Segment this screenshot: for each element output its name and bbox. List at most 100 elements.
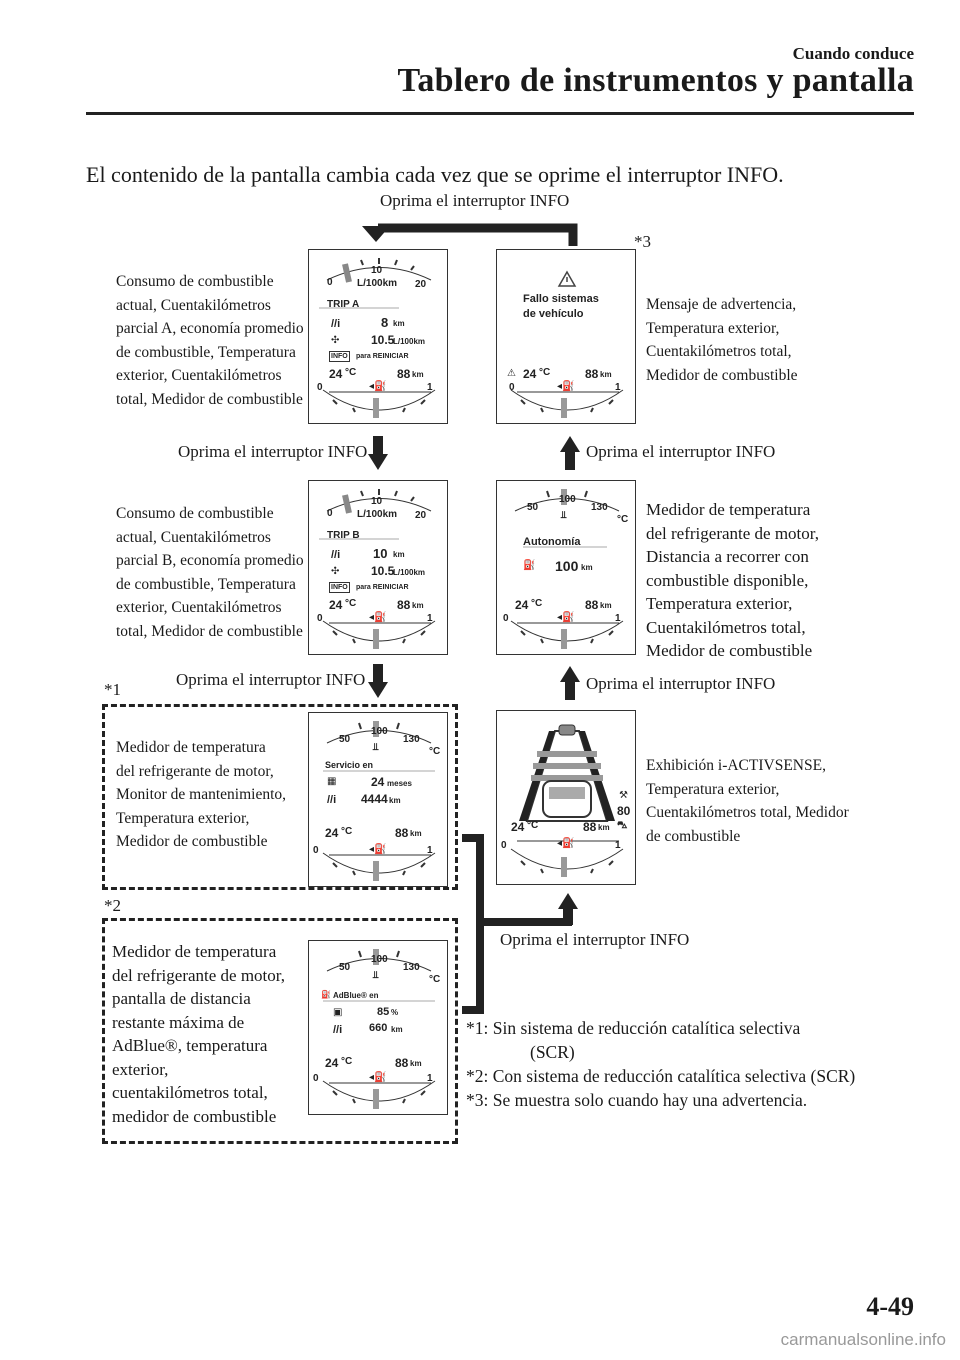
outside-temp-unit: °C [341, 1056, 353, 1067]
tank-empty: 0 [317, 382, 323, 393]
odometer-unit: km [600, 601, 612, 610]
fuel-gauge-icon: ◂⛽ [369, 844, 387, 855]
tank-empty: 0 [509, 382, 515, 393]
display-trip-b: 10 0 L/100km 20 TRIP B //i 10 km ✣ 10.5 … [308, 480, 448, 655]
coolant-icon: ⫫ [373, 742, 379, 753]
set-speed: 80 [617, 804, 631, 818]
press-info-label-3: Oprima el interruptor INFO [176, 670, 366, 689]
odometer: 88 [395, 826, 409, 840]
coolant-icon: ⫫ [373, 970, 379, 981]
cruise-icon: ⚒ [619, 790, 628, 801]
trip-distance-icon: //i [327, 794, 337, 806]
fuel-gauge-icon: ◂⛽ [369, 612, 387, 623]
fuel-scale-max: 20 [415, 510, 427, 521]
trip-distance: 8 [381, 315, 389, 330]
odometer-unit: km [598, 823, 610, 832]
up-arrow-3 [558, 893, 578, 925]
temp-scale-mid: 100 [371, 954, 388, 965]
tank-empty: 0 [503, 613, 509, 624]
adblue-percent-unit: % [391, 1008, 399, 1017]
range-title: Autonomía [523, 536, 581, 548]
trip-distance-icon: //i [331, 318, 341, 330]
tank-empty: 0 [313, 845, 319, 856]
watermark: carmanualsonline.info [780, 1330, 946, 1349]
vehicle-icon: ⛍ [617, 820, 628, 831]
press-info-label-5: Oprima el interruptor INFO [500, 930, 690, 949]
fuel-tank-icon: ⛽ [523, 560, 536, 571]
outside-temp-unit: °C [539, 367, 551, 378]
press-info-label-1: Oprima el interruptor INFO [178, 442, 368, 461]
outside-temp: 24 [511, 820, 525, 834]
adblue-icon: ⛽ [321, 990, 331, 999]
tank-full: 1 [427, 1073, 433, 1084]
adblue-distance-unit: km [391, 1025, 403, 1034]
tank-empty: 0 [317, 613, 323, 624]
maintenance-distance: 4444 [361, 792, 388, 806]
temp-scale-low: 50 [339, 962, 351, 973]
temp-scale-unit: °C [429, 974, 441, 985]
tank-full: 1 [615, 840, 621, 851]
intro-text: El contenido de la pantalla cambia cada … [86, 162, 784, 187]
gauge-temp-arc [510, 489, 624, 649]
tank-full: 1 [427, 613, 433, 624]
tank-full: 1 [427, 845, 433, 856]
reset-text: para REINICIAR [356, 584, 409, 591]
odometer: 88 [397, 598, 411, 612]
temp-scale-low: 50 [339, 734, 351, 745]
fuel-pump-icon: ✣ [331, 566, 340, 577]
trip-distance: 10 [373, 546, 388, 561]
adblue-title: AdBlue® en [333, 991, 379, 1000]
variant-box-scr [102, 918, 458, 1144]
fuel-scale-unit: L/100km [357, 509, 398, 520]
range-unit: km [581, 563, 593, 572]
outside-temp-unit: °C [531, 598, 543, 609]
gauge-fuel-arc [319, 258, 436, 418]
temp-scale-high: 130 [591, 502, 608, 513]
tank-full: 1 [615, 613, 621, 624]
fuel-gauge-icon: ◂⛽ [369, 381, 387, 392]
fuel-scale-min: 0 [327, 508, 333, 519]
trip-distance-unit: km [393, 319, 405, 328]
outside-temp: 24 [515, 598, 529, 612]
odometer-unit: km [600, 370, 612, 379]
down-arrow-2 [368, 664, 388, 698]
display-adblue: 100 50 130 °C ⫫ ⛽ AdBlue® en ▣ 85 % //i … [308, 940, 448, 1115]
outside-temp: 24 [523, 367, 537, 381]
footnote-mark-3: *3 [634, 232, 651, 251]
press-info-label-2: Oprima el interruptor INFO [586, 442, 776, 461]
trip-economy: 10.5 [371, 564, 395, 578]
press-info-label-top: Oprima el interruptor INFO [380, 191, 570, 210]
gauge-temp-arc [322, 949, 436, 1109]
warning-line-2: de vehículo [523, 308, 584, 320]
outside-temp-unit: °C [345, 598, 357, 609]
display-maintenance: 100 50 130 °C ⫫ Servicio en ▦ 24 meses /… [308, 712, 448, 887]
display-trip-a: 10 0 L/100km 20 TRIP A //i 8 km ✣ 10.5 L… [308, 249, 448, 424]
desc-warning: Mensaje de advertencia,Temperatura exter… [646, 296, 798, 384]
fuel-scale-unit: L/100km [357, 278, 398, 289]
warning-gauge-art [510, 270, 624, 418]
odometer: 88 [585, 367, 599, 381]
footnotes: *1: Sin sistema de reducción catalítica … [466, 1016, 855, 1112]
section-label: Cuando conduce [792, 44, 914, 63]
adblue-tank-icon: ▣ [333, 1007, 343, 1018]
outside-temp: 24 [329, 598, 343, 612]
maintenance-title: Servicio en [325, 760, 374, 770]
footnote-1-cont: (SCR) [530, 1042, 575, 1062]
press-info-label-4: Oprima el interruptor INFO [586, 674, 776, 693]
odometer-unit: km [410, 1059, 422, 1068]
warning-line-1: Fallo sistemas [523, 293, 599, 305]
trip-distance-unit: km [393, 550, 405, 559]
info-button-indicator: INFO [329, 351, 350, 362]
desc-activsense: Exhibición i-ACTIVSENSE,Temperatura exte… [646, 757, 849, 845]
odometer-unit: km [410, 829, 422, 838]
footnote-3: *3: Se muestra solo cuando hay una adver… [466, 1090, 808, 1110]
temp-scale-high: 130 [403, 734, 420, 745]
trip-label: TRIP A [327, 299, 360, 310]
temp-scale-high: 130 [403, 962, 420, 973]
reset-text: para REINICIAR [356, 353, 409, 360]
fuel-scale-max: 20 [415, 279, 427, 290]
